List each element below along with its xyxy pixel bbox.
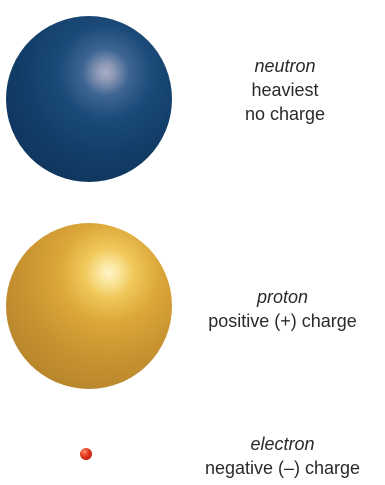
proton-sphere bbox=[6, 223, 172, 389]
proton-caption: proton positive (+) charge bbox=[180, 285, 385, 333]
neutron-name: neutron bbox=[254, 56, 316, 76]
proton-charge-text: positive (+) charge bbox=[208, 311, 357, 331]
neutron-sphere bbox=[6, 16, 172, 182]
proton-name: proton bbox=[256, 287, 309, 307]
electron-name: electron bbox=[250, 434, 315, 454]
electron-sphere bbox=[80, 448, 92, 460]
neutron-charge-text: no charge bbox=[244, 104, 326, 124]
electron-caption: electron negative (–) charge bbox=[180, 432, 385, 480]
electron-charge-text: negative (–) charge bbox=[204, 458, 361, 478]
neutron-mass-text: heaviest bbox=[251, 80, 319, 100]
neutron-caption: neutron heaviest no charge bbox=[232, 54, 338, 126]
